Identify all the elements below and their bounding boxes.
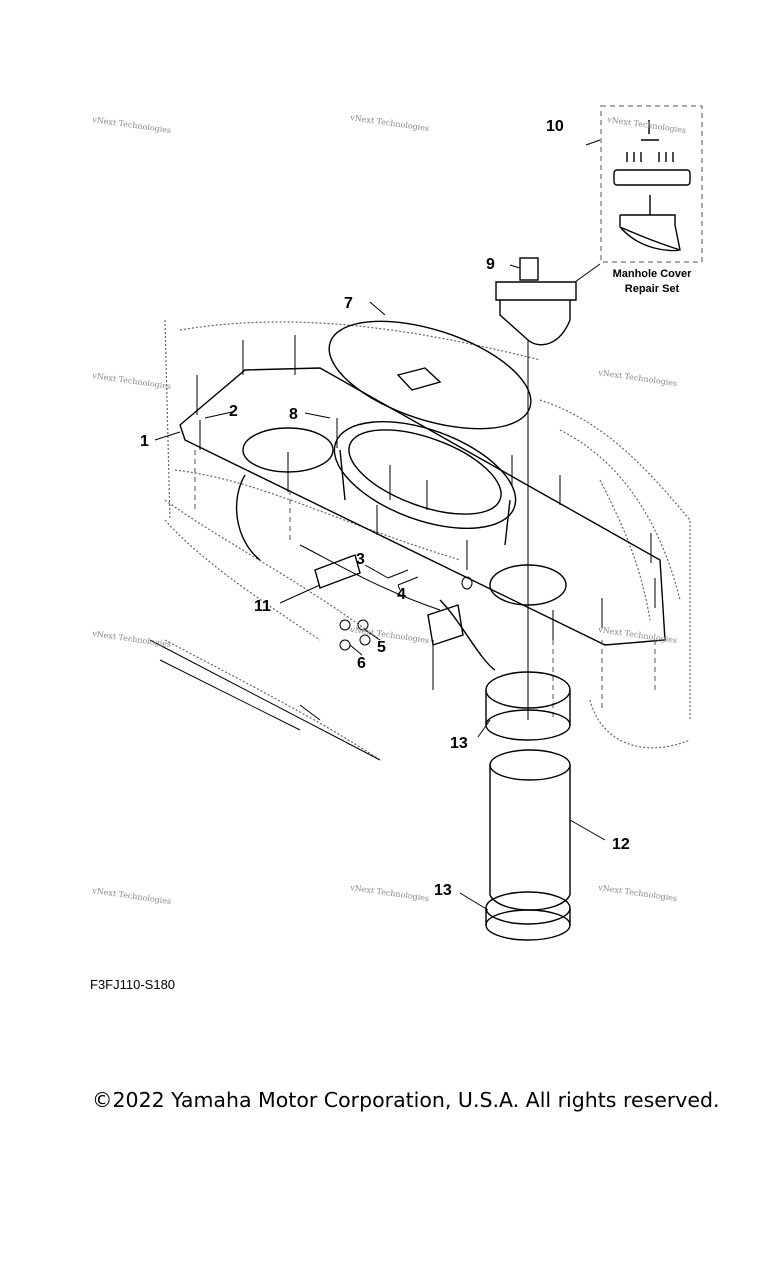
callouts: 1 2 3 4 5 6 7 8 9 10 11 12 13 13: [140, 118, 630, 899]
duct-parts: [299, 544, 473, 651]
leader-lines: [154, 264, 606, 911]
guide-lines: [194, 340, 656, 720]
manhole-ring: [333, 420, 517, 546]
drawing-code: F3FJ110-S180: [90, 977, 176, 992]
callout-7: 7: [344, 295, 353, 312]
screws: [196, 335, 656, 640]
manhole-cover-part-9: [495, 257, 577, 346]
callout-11: 11: [254, 598, 271, 615]
repair-set-label-2: Repair Set: [625, 283, 680, 295]
watermark: vNext Technologies: [597, 368, 678, 388]
callout-10: 10: [546, 118, 564, 135]
callout-2: 2: [229, 403, 238, 420]
callout-3: 3: [356, 551, 365, 568]
watermarks: vNext Technologies vNext Technologies vN…: [91, 113, 687, 906]
callout-1: 1: [140, 433, 149, 450]
watermark: vNext Technologies: [349, 883, 430, 903]
deck-plate-part-1: [179, 367, 666, 671]
hose-and-clamps: [485, 671, 571, 941]
callout-5: 5: [377, 639, 386, 656]
watermark: vNext Technologies: [91, 371, 172, 391]
callout-4: 4: [397, 586, 406, 603]
repair-set-label: Manhole Cover: [613, 268, 693, 280]
callout-13b: 13: [434, 882, 452, 899]
manhole-cover-part-7: [328, 320, 532, 430]
repair-set-box-part-10: Manhole Cover Repair Set: [574, 105, 703, 295]
callout-8: 8: [289, 406, 298, 423]
watermark: vNext Technologies: [606, 115, 687, 135]
watermark: vNext Technologies: [91, 886, 172, 906]
copyright-notice: ©2022 Yamaha Motor Corporation, U.S.A. A…: [92, 1088, 720, 1112]
watermark: vNext Technologies: [349, 113, 430, 133]
callout-12: 12: [612, 836, 630, 853]
hull-outline: [149, 319, 691, 761]
callout-6: 6: [357, 655, 366, 672]
callout-9: 9: [486, 256, 495, 273]
watermark: vNext Technologies: [91, 629, 172, 649]
callout-13: 13: [450, 735, 468, 752]
watermark: vNext Technologies: [91, 115, 172, 135]
watermark: vNext Technologies: [597, 883, 678, 903]
